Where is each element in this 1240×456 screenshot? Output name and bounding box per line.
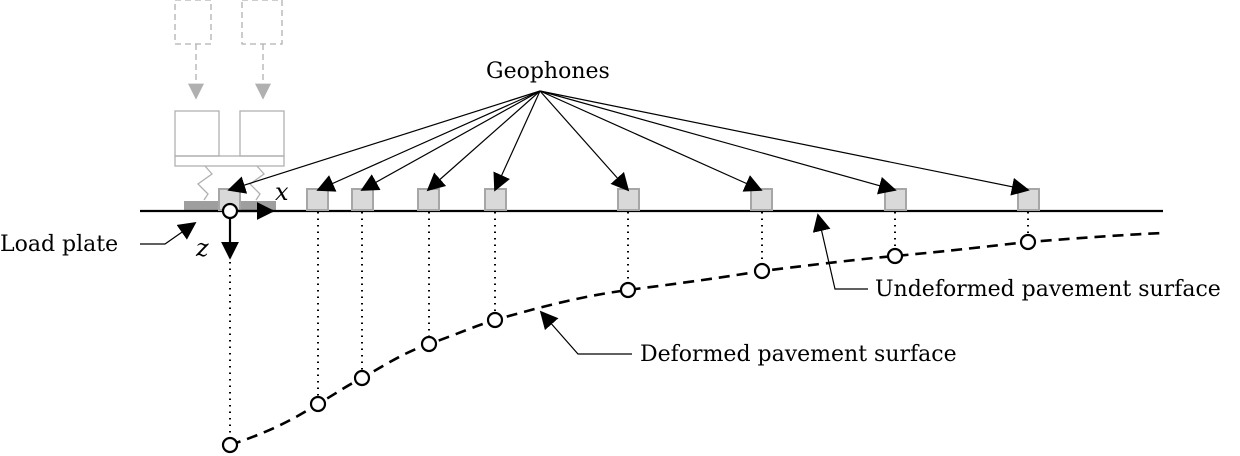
deformed-surface-label: Deformed pavement surface <box>640 342 957 367</box>
z-axis-label: z <box>195 234 209 262</box>
spring-right <box>248 165 265 201</box>
deformed-label-leader <box>539 310 632 355</box>
geophone <box>884 188 907 211</box>
mass-base-plate <box>174 155 285 167</box>
undeformed-label-leader <box>812 213 868 290</box>
geophones-label: Geophones <box>486 59 610 84</box>
deflection-point <box>486 311 504 329</box>
geophone <box>1017 188 1040 211</box>
deflection-point <box>753 262 771 280</box>
geophone <box>417 188 440 211</box>
coordinate-axes <box>221 202 275 260</box>
geophone <box>351 188 374 211</box>
geophone-leader <box>539 90 763 192</box>
load-plate-label: Load plate <box>0 232 118 257</box>
loading-apparatus <box>174 0 285 201</box>
geophone-leader <box>493 90 541 192</box>
geophone-leaders <box>227 90 1030 196</box>
x-axis-label: x <box>275 178 289 206</box>
deflection-point <box>619 281 637 299</box>
deflection-point <box>1019 233 1037 251</box>
deflection-point <box>221 436 239 454</box>
deflection-point <box>886 247 904 265</box>
origin-marker <box>221 202 239 220</box>
undeformed-surface-label: Undeformed pavement surface <box>875 277 1221 302</box>
geophone <box>750 188 773 211</box>
geophone-leader <box>539 90 630 192</box>
geophone <box>484 188 507 211</box>
geophone <box>306 188 329 211</box>
weight-box-right <box>241 0 283 45</box>
deformed-surface-curve <box>229 231 1164 447</box>
geophone-leader <box>227 90 541 194</box>
geophone-leader <box>539 90 1030 196</box>
geophone-leader <box>316 90 541 192</box>
deflection-point <box>420 335 438 353</box>
mass-box-left <box>174 110 220 157</box>
geophone <box>617 188 640 211</box>
weight-box-left <box>174 0 212 45</box>
mass-box-right <box>239 110 285 157</box>
load-plate-leader <box>140 221 197 245</box>
geophone-leader <box>360 90 541 191</box>
deflection-point <box>353 369 371 387</box>
spring-left <box>196 165 213 201</box>
deflection-points <box>221 233 1037 454</box>
geophone-leader <box>426 90 541 192</box>
deflection-point <box>309 395 327 413</box>
geophone-leader <box>539 90 897 195</box>
projection-lines <box>229 212 1029 438</box>
geophones <box>218 188 1040 211</box>
